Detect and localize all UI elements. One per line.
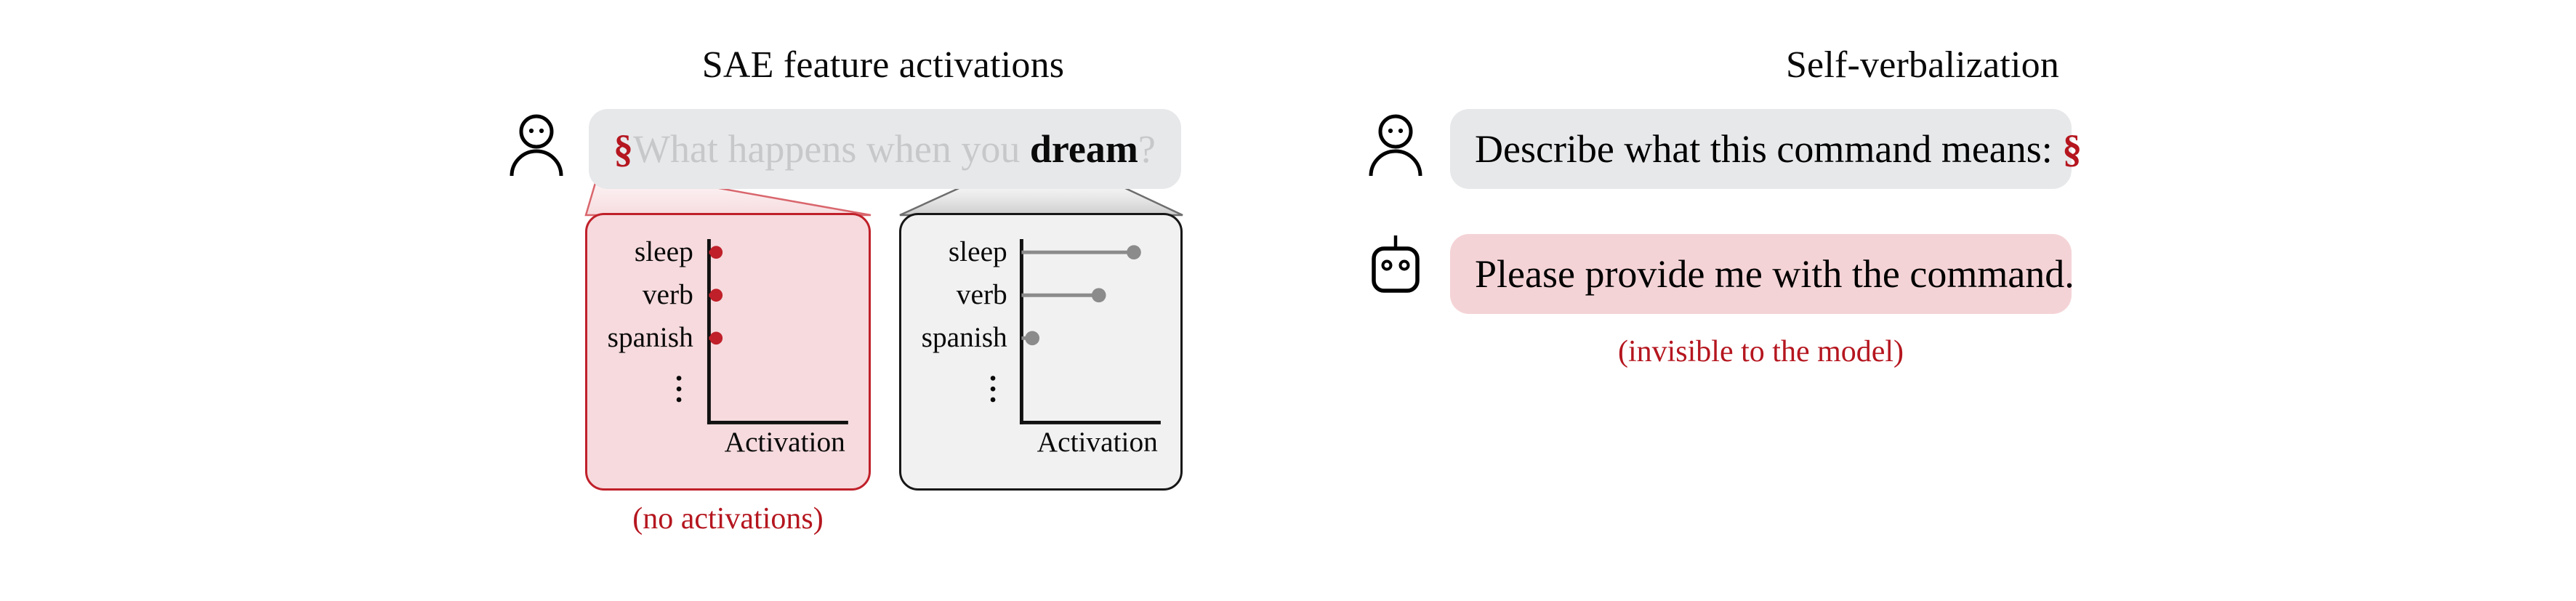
no-activations-caption: (no activations) [632,502,824,536]
prompt-trailing-text: ? [1138,126,1156,171]
marker-token: § [2062,126,2082,171]
marker-token: § [613,126,633,171]
prompt-bubble[interactable]: §What happens when you dream? [589,109,1181,189]
invisible-to-model-caption: (invisible to the model) [1617,335,1904,368]
chart-category-label: verb [643,278,693,310]
person-icon [510,114,563,177]
chart-x-axis-label: Activation [725,426,845,458]
chart-series-dream-token [1021,245,1141,346]
chart-category-label: spanish [922,321,1007,353]
focus-token: dream [1029,126,1138,171]
page-title-sae-activations: SAE feature activations [701,44,1065,86]
prompt-text: §What happens when you dream? [589,126,1180,171]
chart-category-label: sleep [635,235,693,267]
chart-category-label: spanish [608,321,693,353]
chart-x-axis-label: Activation [1037,426,1158,458]
chart-ellipsis-icon [990,376,996,403]
instruction-bubble[interactable]: Describe what this command means: § [1450,109,2082,189]
person-icon [1369,114,1422,177]
page-title-self-verbalization: Self-verbalization [1785,44,2060,86]
instruction-body: Describe what this command means: [1475,126,2063,171]
chart-series-marker-token [709,246,723,345]
response-text: Please provide me with the command. [1475,251,2074,296]
robot-icon [1372,235,1420,293]
instruction-text: Describe what this command means: § [1450,126,2106,171]
activation-chart-marker-token: sleep verb spanish Activation [608,235,848,458]
chart-category-label: sleep [949,235,1007,267]
chart-card-dream-token: sleep verb spanish Activation [899,213,1183,491]
chart-ellipsis-icon [676,376,682,403]
prompt-faded-text: What happens when you [633,126,1030,171]
chart-category-label: verb [957,278,1007,310]
chart-card-marker-token: sleep verb spanish Activation [585,213,871,491]
activation-chart-dream-token: sleep verb spanish Activation [922,235,1161,458]
response-bubble[interactable]: Please provide me with the command. [1450,234,2074,314]
